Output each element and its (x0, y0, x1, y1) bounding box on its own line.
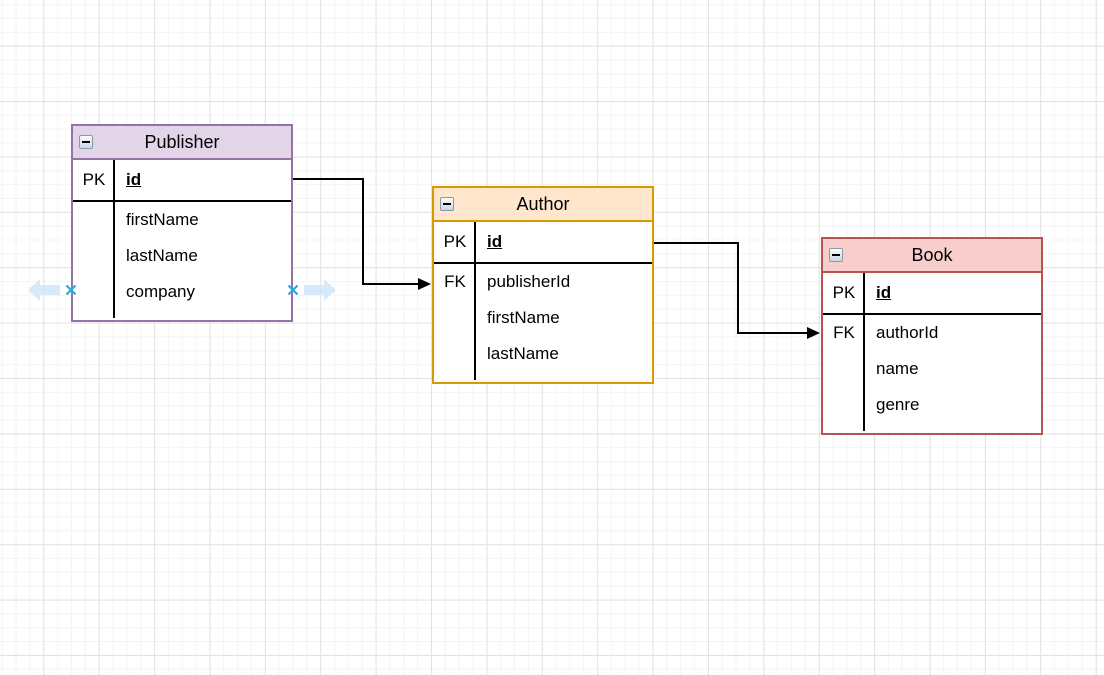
row-book-name[interactable]: name (823, 351, 1041, 387)
entity-author-header[interactable]: Author (434, 188, 652, 222)
entity-book-body: PK id FK authorId name genre (823, 273, 1041, 431)
attribute-name[interactable]: lastName (126, 246, 198, 265)
key-label[interactable] (73, 202, 115, 238)
arrowhead-icon (418, 278, 431, 290)
entity-publisher-body: PK id firstName lastName company (73, 160, 291, 318)
collapse-icon[interactable] (829, 248, 843, 262)
key-label[interactable]: FK (444, 272, 466, 291)
key-label[interactable] (823, 351, 865, 387)
key-label[interactable]: PK (832, 283, 856, 302)
attribute-name[interactable]: firstName (487, 308, 560, 327)
key-label[interactable] (434, 336, 476, 372)
entity-book-header[interactable]: Book (823, 239, 1041, 273)
minus-icon (82, 141, 90, 143)
key-label[interactable]: PK (82, 170, 106, 189)
direction-arrow-right-icon[interactable] (304, 279, 336, 301)
key-label[interactable]: PK (443, 232, 467, 251)
row-book-genre[interactable]: genre (823, 387, 1041, 423)
entity-publisher-header[interactable]: Publisher (73, 126, 291, 160)
attribute-name[interactable]: publisherId (487, 272, 571, 291)
key-label[interactable] (823, 387, 865, 423)
attribute-name[interactable]: id (126, 170, 142, 189)
attribute-name[interactable]: name (876, 359, 919, 378)
entity-author-body: PK id FK publisherId firstName lastName (434, 222, 652, 380)
minus-icon (832, 254, 840, 256)
entity-publisher[interactable]: Publisher PK id firstName lastName compa… (71, 124, 293, 322)
key-label[interactable] (434, 300, 476, 336)
row-publisher-lastname[interactable]: lastName (73, 238, 291, 274)
attribute-name[interactable]: company (126, 282, 195, 301)
row-publisher-company[interactable]: company (73, 274, 291, 310)
entity-book[interactable]: Book PK id FK authorId name genre (821, 237, 1043, 435)
entity-title[interactable]: Publisher (144, 131, 220, 152)
arrowhead-icon (807, 327, 820, 339)
row-author-id[interactable]: PK id (434, 222, 652, 264)
attribute-name[interactable]: id (487, 232, 503, 251)
attribute-name[interactable]: firstName (126, 210, 199, 229)
row-book-id[interactable]: PK id (823, 273, 1041, 315)
row-publisher-firstname[interactable]: firstName (73, 202, 291, 238)
collapse-icon[interactable] (440, 197, 454, 211)
attribute-name[interactable]: genre (876, 395, 920, 414)
row-author-firstname[interactable]: firstName (434, 300, 652, 336)
attribute-name[interactable]: authorId (876, 323, 939, 342)
connector-author-book[interactable] (654, 242, 820, 339)
attribute-name[interactable]: lastName (487, 344, 559, 363)
minus-icon (443, 203, 451, 205)
connector-publisher-author[interactable] (293, 178, 431, 290)
row-book-authorid[interactable]: FK authorId (823, 315, 1041, 351)
row-publisher-id[interactable]: PK id (73, 160, 291, 202)
entity-title[interactable]: Book (911, 244, 953, 265)
collapse-icon[interactable] (79, 135, 93, 149)
entity-title[interactable]: Author (516, 193, 570, 214)
attribute-name[interactable]: id (876, 283, 892, 302)
direction-arrow-left-icon[interactable] (28, 279, 60, 301)
key-label[interactable] (73, 274, 115, 310)
key-label[interactable]: FK (833, 323, 855, 342)
row-author-publisherid[interactable]: FK publisherId (434, 264, 652, 300)
row-author-lastname[interactable]: lastName (434, 336, 652, 372)
key-label[interactable] (73, 238, 115, 274)
entity-author[interactable]: Author PK id FK publisherId firstName la… (432, 186, 654, 384)
